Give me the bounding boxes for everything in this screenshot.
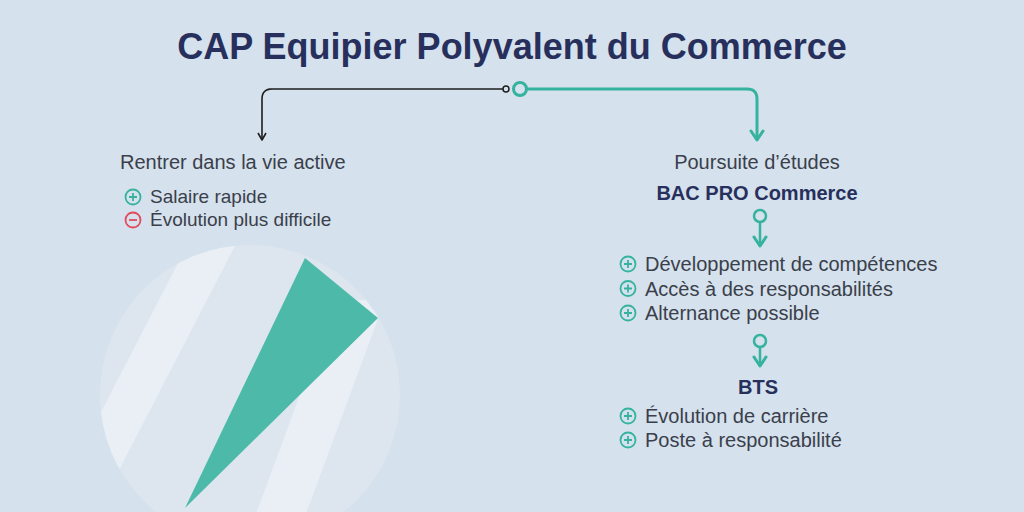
career-option: Rentrer dans la vie activeSalaire rapide…	[118, 140, 438, 236]
career-option: Poursuite d’étudesBAC PRO Commerce	[637, 140, 877, 216]
diploma-name: BTS	[616, 373, 900, 401]
step-arrow	[759, 341, 762, 366]
advantage-item: Évolution de carrière	[616, 404, 900, 428]
plus-icon	[621, 433, 636, 448]
branch-arrow	[520, 86, 757, 140]
diploma-name: BAC PRO Commerce	[637, 179, 877, 207]
diploma-box: BTS Évolution de carrièrePoste à responsa…	[616, 366, 900, 452]
branch-dot	[503, 86, 509, 92]
option-heading: Poursuite d’études	[637, 148, 877, 176]
plus-icon	[621, 409, 636, 424]
branch-ring	[514, 83, 527, 96]
drawback-item: Évolution plus difficile	[118, 208, 438, 231]
advantage-item: Alternance possible	[616, 301, 996, 326]
benefit-list: Développement de compétencesAccès à des …	[616, 246, 996, 341]
diagram-title: CAP Equipier Polyvalent du Commerce	[100, 22, 924, 72]
title-node: CAP Equipier Polyvalent du Commerce	[100, 22, 924, 86]
plus-icon	[126, 190, 141, 205]
deco-blade	[185, 258, 378, 508]
plus-icon	[621, 306, 636, 321]
plus-icon	[621, 281, 636, 296]
branch-arrow	[262, 86, 506, 140]
advantage-item: Développement de compétences	[616, 252, 996, 277]
option-heading: Rentrer dans la vie active	[118, 148, 438, 176]
plus-icon	[621, 257, 636, 272]
step-arrow	[759, 216, 762, 246]
advantage-item: Poste à responsabilité	[616, 428, 900, 452]
advantage-item: Accès à des responsabilités	[616, 277, 996, 302]
advantage-item: Salaire rapide	[118, 185, 438, 208]
minus-icon	[126, 213, 141, 228]
